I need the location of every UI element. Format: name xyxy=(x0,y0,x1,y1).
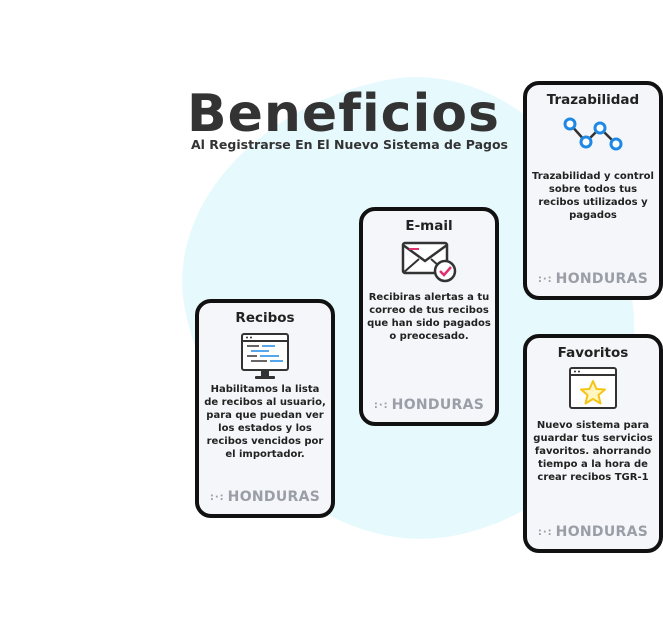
card-description: Habilitamos la lista de recibos al usuar… xyxy=(204,384,326,460)
card-title: Favoritos xyxy=(557,345,629,361)
page-subtitle: Al Registrarse En El Nuevo Sistema de Pa… xyxy=(191,137,508,152)
page-title: Beneficios xyxy=(187,84,500,144)
brand-logo: :·:HONDURAS xyxy=(537,271,649,287)
card-title: E-mail xyxy=(405,218,453,234)
code-window-icon xyxy=(241,333,289,379)
card-title: Trazabilidad xyxy=(546,92,640,108)
brand-logo: :·:HONDURAS xyxy=(209,489,321,505)
card-description: Nuevo sistema para guardar tus servicios… xyxy=(533,420,653,483)
brand-logo: :·:HONDURAS xyxy=(373,397,485,413)
card-recibos[interactable]: Recibos Habilitamos la lista de recibos … xyxy=(195,299,335,518)
mail-check-icon xyxy=(401,241,457,283)
brand-logo: :·:HONDURAS xyxy=(537,524,649,540)
card-trazabilidad[interactable]: Trazabilidad Trazabilidad y control sobr… xyxy=(523,81,663,300)
star-window-icon xyxy=(569,367,617,409)
card-favoritos[interactable]: Favoritos Nuevo sistema para guardar tus… xyxy=(523,334,663,553)
route-icon xyxy=(563,117,623,151)
card-description: Recibiras alertas a tu correo de tus rec… xyxy=(367,292,491,342)
card-description: Trazabilidad y control sobre todos tus r… xyxy=(532,171,654,221)
card-title: Recibos xyxy=(235,310,295,326)
card-email[interactable]: E-mail Recibiras alertas a tu correo de … xyxy=(359,207,499,426)
